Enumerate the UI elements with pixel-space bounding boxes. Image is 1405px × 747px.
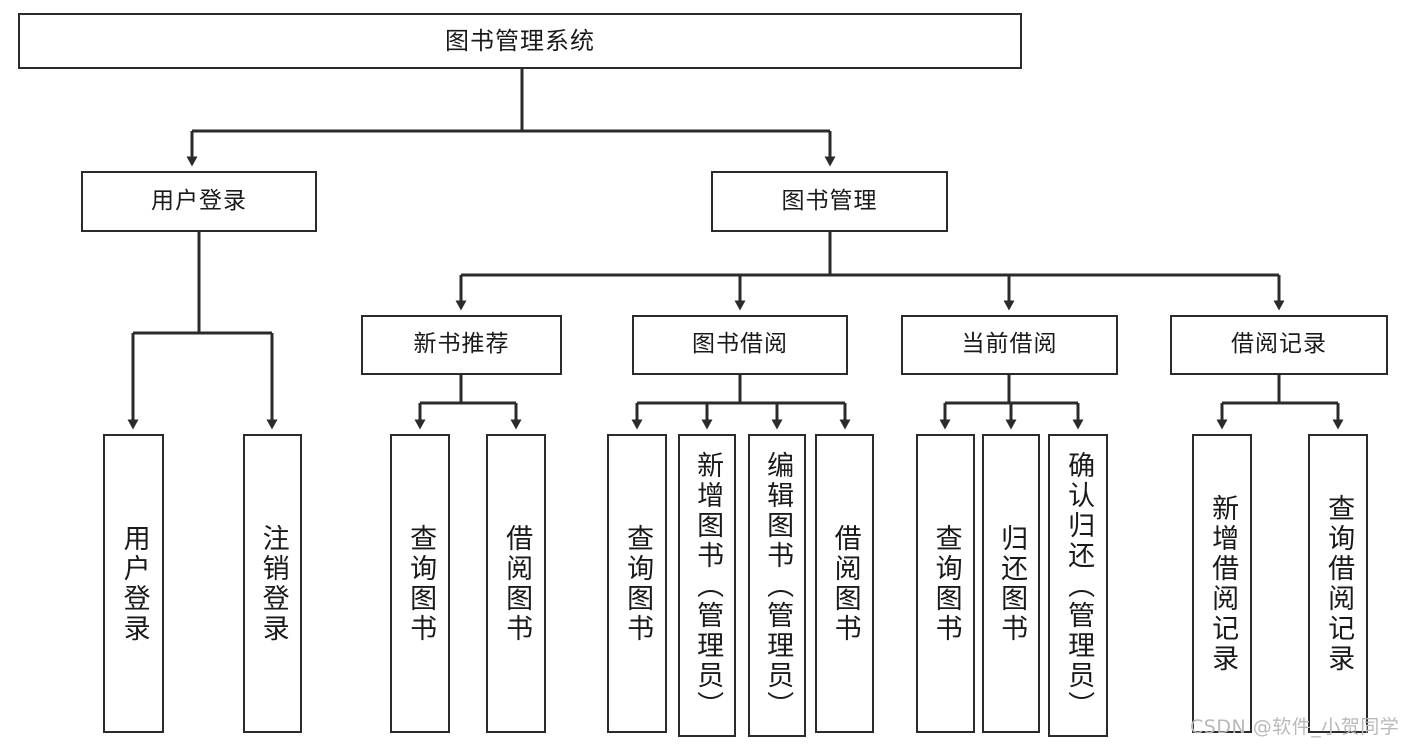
node-leaf-edit-book-admin-label: 编辑图书（管理员） [762,450,794,721]
node-book-borrow-label: 图书借阅 [692,331,788,358]
node-user-login-label: 用户登录 [151,187,247,214]
node-borrow-record-label: 借阅记录 [1231,331,1327,358]
node-leaf-confirm-return-admin-label: 确认归还（管理员） [1063,450,1095,721]
node-leaf-borrow-book-label: 借阅图书 [829,523,861,644]
node-leaf-query-book-borrow[interactable]: 查询图书 [607,434,667,733]
node-new-book-recommend-label: 新书推荐 [413,331,510,358]
node-leaf-return-book-label: 归还图书 [996,523,1028,644]
watermark-text: CSDN @软件_小贺同学 [1190,716,1400,738]
node-leaf-user-login-label: 用户登录 [118,523,150,644]
node-leaf-query-borrow-record[interactable]: 查询借阅记录 [1308,434,1368,733]
node-leaf-borrow-book[interactable]: 借阅图书 [815,434,874,733]
node-current-borrow[interactable]: 当前借阅 [901,315,1118,375]
node-current-borrow-label: 当前借阅 [961,331,1058,358]
node-root-label: 图书管理系统 [445,26,595,55]
node-leaf-add-borrow-record-label: 新增借阅记录 [1207,493,1239,674]
node-leaf-confirm-return-admin[interactable]: 确认归还（管理员） [1048,434,1108,737]
node-new-book-recommend[interactable]: 新书推荐 [361,315,562,375]
node-leaf-add-book-admin-label: 新增图书（管理员） [692,450,724,721]
node-leaf-query-book-current[interactable]: 查询图书 [916,434,975,733]
node-leaf-query-book-recommend[interactable]: 查询图书 [390,434,450,733]
node-leaf-borrow-book-recommend[interactable]: 借阅图书 [486,434,546,733]
node-leaf-edit-book-admin[interactable]: 编辑图书（管理员） [748,434,806,737]
node-book-management-label: 图书管理 [781,187,878,214]
node-leaf-query-book-current-label: 查询图书 [930,523,962,644]
node-leaf-add-borrow-record[interactable]: 新增借阅记录 [1192,434,1252,733]
node-leaf-user-login[interactable]: 用户登录 [103,434,164,733]
node-leaf-add-book-admin[interactable]: 新增图书（管理员） [678,434,736,737]
node-leaf-query-book-borrow-label: 查询图书 [622,523,654,644]
node-book-borrow[interactable]: 图书借阅 [632,315,848,375]
node-user-login[interactable]: 用户登录 [81,171,317,232]
node-book-management[interactable]: 图书管理 [711,171,948,232]
node-leaf-logout-login[interactable]: 注销登录 [243,434,302,733]
node-leaf-borrow-book-recommend-label: 借阅图书 [501,523,533,644]
node-leaf-query-borrow-record-label: 查询借阅记录 [1323,493,1355,674]
node-leaf-query-book-recommend-label: 查询图书 [405,523,437,644]
node-root[interactable]: 图书管理系统 [18,13,1022,69]
node-leaf-return-book[interactable]: 归还图书 [982,434,1040,733]
node-leaf-logout-login-label: 注销登录 [257,523,289,644]
node-borrow-record[interactable]: 借阅记录 [1170,315,1388,375]
